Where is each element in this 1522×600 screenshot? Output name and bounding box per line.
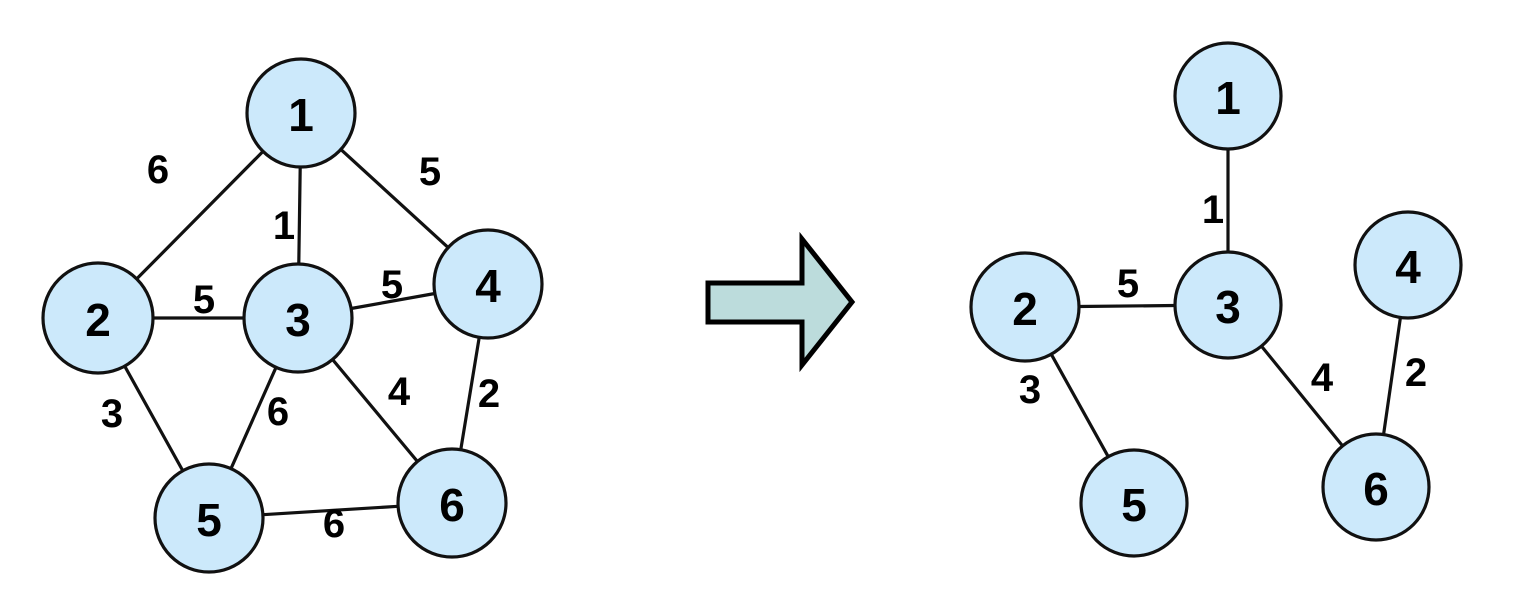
original-weight-1-3: 1 [273,204,295,248]
original-weight-3-5: 6 [267,390,289,434]
mst-edge-2-5 [1049,352,1110,459]
mst-graph-edges [1049,147,1403,459]
original-node-1[interactable] [245,57,357,169]
mst-node-1[interactable] [1173,41,1283,151]
mst-edge-4-6 [1381,315,1403,437]
mst-weight-4-6: 2 [1405,351,1427,395]
mst-node-label-4: 4 [1395,241,1421,293]
original-node-2[interactable] [41,261,155,375]
original-edge-4-6 [459,335,481,452]
original-edge-1-4 [339,147,450,250]
original-weight-3-4: 5 [381,263,403,307]
mst-weight-1-3: 1 [1202,188,1224,232]
mst-node-5[interactable] [1079,448,1189,558]
original-node-label-3: 3 [285,294,311,346]
original-node-label-4: 4 [475,260,501,312]
original-graph-edges [123,147,481,517]
original-graph-weights: 6 1 5 5 3 5 6 4 2 6 [101,148,500,546]
original-weight-5-6: 6 [323,502,345,546]
mst-node-6[interactable] [1321,432,1431,542]
mst-graph-nodes: 1 2 3 4 5 6 [969,41,1463,558]
original-weight-1-2: 6 [147,148,169,192]
original-node-label-5: 5 [196,494,222,546]
mst-node-label-3: 3 [1215,281,1241,333]
original-edge-3-4 [349,291,437,311]
original-node-label-2: 2 [85,294,111,346]
mst-weight-3-6: 4 [1311,356,1334,400]
mst-node-label-2: 2 [1012,283,1038,335]
original-weight-1-4: 5 [419,150,441,194]
mst-edge-3-6 [1259,344,1345,448]
original-weight-2-5: 3 [101,392,123,436]
mst-graph-weights: 1 5 3 4 2 [1019,188,1427,412]
original-edge-1-3 [297,165,302,266]
original-node-6[interactable] [396,447,508,559]
original-edge-1-2 [135,149,265,281]
original-edge-5-6 [261,504,400,517]
original-node-label-6: 6 [439,479,465,531]
original-weight-3-6: 4 [388,370,411,414]
original-weight-2-3: 5 [193,278,215,322]
mst-weight-2-3: 5 [1117,262,1139,306]
original-graph-nodes: 1 2 3 4 5 6 [41,57,544,574]
original-edge-3-6 [330,357,420,464]
original-node-label-1: 1 [288,89,314,141]
mst-node-4[interactable] [1353,210,1463,320]
original-node-5[interactable] [153,462,265,574]
mst-edge-2-3 [1077,303,1177,309]
original-weight-4-6: 2 [478,372,500,416]
mst-node-label-5: 5 [1121,479,1147,531]
original-node-3[interactable] [242,262,354,374]
original-edge-2-5 [123,364,185,473]
mst-node-3[interactable] [1173,250,1283,360]
mst-node-label-6: 6 [1363,463,1389,515]
transform-arrow-icon [705,231,856,373]
mst-node-2[interactable] [969,251,1081,363]
mst-node-label-1: 1 [1215,72,1241,124]
mst-weight-2-5: 3 [1019,368,1041,412]
original-node-4[interactable] [432,228,544,340]
original-edge-3-5 [229,365,278,471]
